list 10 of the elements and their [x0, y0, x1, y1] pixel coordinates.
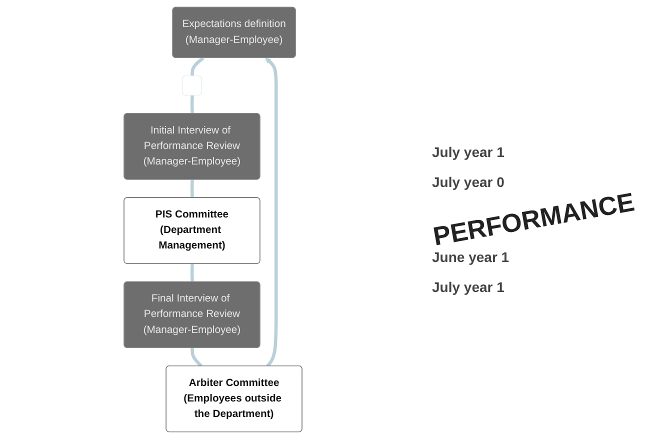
- date-label: July year 1: [432, 144, 504, 160]
- date-label: June year 1: [432, 249, 510, 265]
- connector: [190, 180, 194, 198]
- arrow: [265, 58, 278, 368]
- connector: [190, 95, 194, 114]
- connector: [190, 264, 194, 282]
- date-label: July year 0: [432, 174, 504, 190]
- date-label: July year 1: [432, 279, 504, 295]
- connector: [190, 56, 204, 76]
- connector: [190, 348, 202, 368]
